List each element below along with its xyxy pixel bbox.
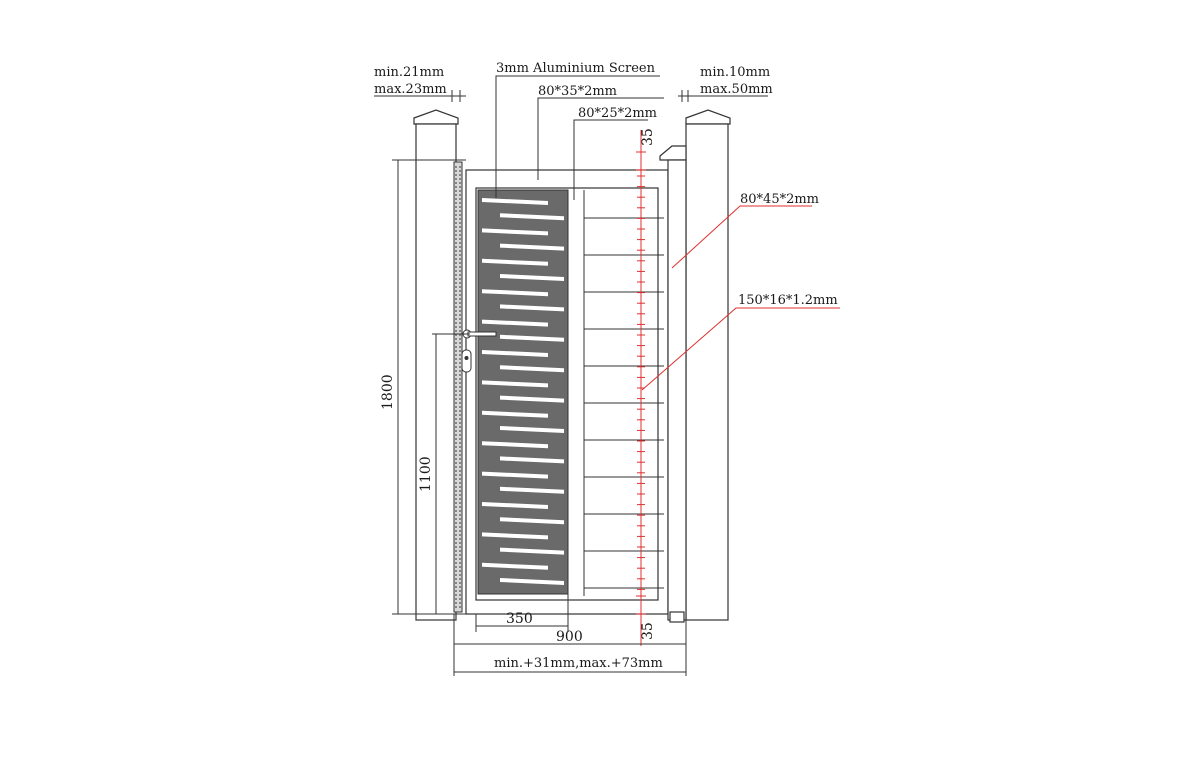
horizontal-slats	[583, 190, 664, 596]
gap-dimension	[636, 130, 646, 646]
opening-width-label: min.+31mm,max.+73mm	[494, 656, 663, 671]
screen-cutout	[500, 547, 564, 555]
right-post	[685, 109, 731, 621]
catch-box	[659, 145, 687, 623]
left-min-label: min.21mm	[374, 65, 444, 80]
screen-cutout	[500, 365, 564, 373]
screen-cutout	[482, 562, 548, 570]
slat-size-label: 150*16*1.2mm	[738, 293, 838, 308]
bottom-gap-label: 35	[640, 622, 656, 640]
handle-height-label: 1100	[418, 456, 434, 492]
screen-cutout	[500, 304, 564, 312]
screen-cutout	[500, 243, 564, 251]
screen-cutout	[482, 380, 548, 388]
screen-cutout	[482, 198, 548, 205]
gap-ticks	[374, 90, 768, 102]
hinge-strip	[453, 161, 463, 613]
screen-width-label: 350	[506, 611, 533, 627]
frame-top-label: 80*35*2mm	[538, 84, 617, 99]
frame-inner-label: 80*25*2mm	[578, 106, 657, 121]
post-size-label: 80*45*2mm	[740, 192, 819, 207]
screen-cutout	[482, 410, 548, 418]
screen-cutout	[500, 395, 564, 403]
screen-cutout	[482, 319, 548, 327]
screen-cutout	[482, 350, 548, 357]
screen-cutout	[500, 578, 564, 585]
right-min-label: min.10mm	[700, 65, 770, 80]
screen-cutout	[500, 213, 564, 221]
screen-cutout	[500, 486, 564, 494]
screen-cutout	[482, 289, 548, 297]
height-total-label: 1800	[380, 374, 396, 410]
screen-cutout	[482, 258, 548, 266]
screen-cutout	[500, 334, 564, 342]
top-gap-label: 35	[640, 128, 656, 146]
leader-lines	[495, 75, 840, 391]
screen-cutout	[482, 502, 548, 509]
screen-cutout	[500, 426, 564, 433]
screen-cutout	[500, 274, 564, 281]
width-dimension	[453, 594, 687, 676]
left-max-label: max.23mm	[374, 82, 447, 97]
screen-cutout	[482, 471, 548, 479]
screen-cutout	[500, 517, 564, 525]
screen-cutout	[482, 532, 548, 540]
screen-cutout	[482, 441, 548, 449]
screen-label: 3mm Aluminium Screen	[496, 61, 656, 76]
aluminium-screen	[477, 189, 569, 595]
gate-width-label: 900	[556, 629, 583, 645]
right-max-label: max.50mm	[700, 82, 773, 97]
screen-cutout	[482, 228, 548, 236]
screen-cutout	[500, 456, 564, 464]
